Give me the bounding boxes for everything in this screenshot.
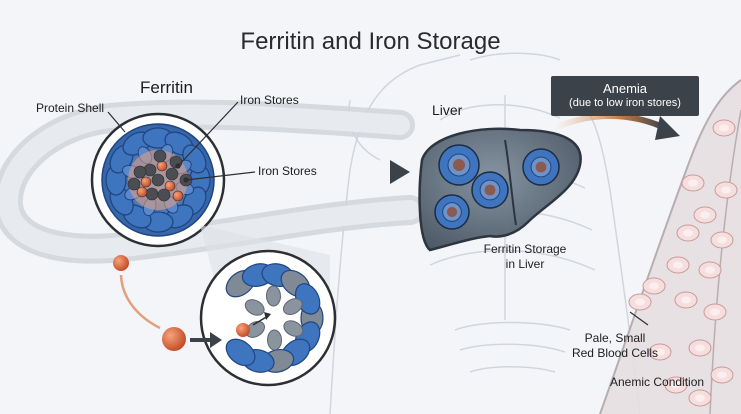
iron-atom (136, 186, 148, 198)
core-particle (157, 188, 171, 202)
red-blood-cell-center (705, 266, 715, 274)
shell-fragment-inner (244, 299, 265, 316)
red-blood-cells (628, 119, 738, 407)
anemic-condition-label: Anemic Condition (610, 375, 705, 389)
protein-shell-open (225, 263, 324, 373)
liver-ferritin-core (446, 206, 458, 218)
red-blood-cell-center (710, 308, 720, 316)
iron-stores-label-mid: Iron Stores (258, 164, 317, 178)
iron-core (127, 149, 193, 202)
ferritin-releasing (199, 249, 337, 387)
anemia-title: Anemia (602, 81, 648, 96)
iron-atom (164, 180, 176, 192)
liver-ferritin-core (484, 184, 496, 196)
red-blood-cell-center (649, 282, 659, 290)
pale-cells-line-1: Pale, Small (584, 331, 646, 345)
ferritin-storage-line-2: in Liver (505, 257, 545, 271)
iron-atom (156, 160, 168, 172)
core-particle (153, 149, 167, 163)
liver-ferritin-core (453, 159, 465, 171)
iron-atom-small (113, 255, 129, 271)
core-particle (145, 187, 159, 201)
ferritin-molecule (90, 112, 226, 248)
red-blood-cell-center (700, 211, 710, 219)
shell-fragment-inner (267, 329, 283, 351)
ferritin-label: Ferritin (140, 78, 193, 97)
red-blood-cell-center (695, 344, 705, 352)
core-particle (151, 173, 165, 187)
red-blood-cell-center (717, 371, 727, 379)
red-blood-cell-center (635, 298, 645, 306)
shell-fragment (225, 338, 256, 367)
ferritin-storage-label: Ferritin Storage in Liver (460, 242, 590, 272)
blood-vessel-right (599, 79, 741, 414)
arrow-to-liver (320, 160, 410, 184)
shell-fragment-inner (265, 285, 281, 307)
red-blood-cell-center (721, 186, 731, 194)
red-blood-cell-center (655, 348, 665, 356)
core-particle (133, 165, 147, 179)
red-blood-cell-center (688, 179, 698, 187)
blood-vessel-left (0, 99, 425, 264)
liver-label: Liver (432, 102, 463, 118)
page-title: Ferritin and Iron Storage (240, 28, 501, 55)
red-blood-cell-center (695, 394, 705, 402)
iron-stores-label-top: Iron Stores (240, 93, 299, 107)
core-particle (127, 177, 141, 191)
iron-atom-large (162, 327, 186, 351)
red-blood-cell-center (719, 124, 729, 132)
liver-ferritin-spheres (434, 144, 560, 230)
shell-fragment-inner (283, 320, 304, 337)
shell-fragment-inner (283, 298, 303, 315)
ferritin-storage-line-1: Ferritin Storage (483, 242, 567, 256)
protein-shell-label: Protein Shell (36, 101, 105, 115)
red-blood-cell-center (671, 381, 681, 389)
iron-atom-entering (236, 323, 250, 337)
anemia-callout: Anemia (due to low iron stores) (551, 76, 699, 116)
anemia-subtitle: (due to low iron stores) (569, 97, 681, 109)
red-blood-cell-center (683, 229, 693, 237)
arrow-to-anemia (553, 113, 680, 140)
liver-ferritin-core (535, 161, 547, 173)
red-blood-cell-center (673, 261, 683, 269)
red-blood-cell-center (717, 236, 727, 244)
free-iron-path (113, 255, 222, 351)
core-particle (165, 167, 179, 181)
red-blood-cell-center (681, 296, 691, 304)
iron-atom (140, 176, 152, 188)
pale-cells-line-2: Red Blood Cells (571, 346, 659, 360)
pale-cells-label: Pale, Small Red Blood Cells (570, 331, 660, 361)
iron-atom (172, 190, 184, 202)
